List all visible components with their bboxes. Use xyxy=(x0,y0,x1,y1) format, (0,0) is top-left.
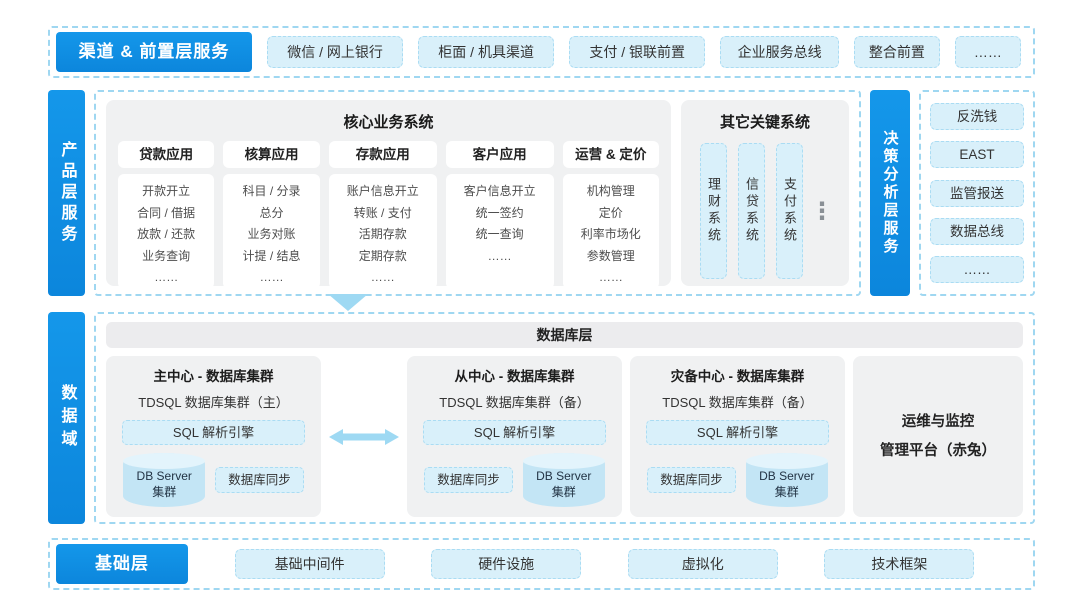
decision-analysis-layer-label: 决策分析层服务 xyxy=(870,90,910,296)
other-system-credit: 信贷系统 xyxy=(738,143,765,279)
core-column-header: 客户应用 xyxy=(445,141,554,168)
decision-item-aml: 反洗钱 xyxy=(930,103,1024,130)
channel-item-more: …… xyxy=(954,36,1021,68)
decision-analysis-items: 反洗钱 EAST 监管报送 数据总线 …… xyxy=(919,90,1035,296)
ops-monitoring-platform: 运维与监控 管理平台（赤兔） xyxy=(853,356,1023,517)
cluster-title: 主中心 - 数据库集群 xyxy=(153,369,274,384)
cluster-tdsql-label: TDSQL 数据库集群（主） xyxy=(138,395,289,410)
other-key-systems-panel: 其它关键系统 理财系统 信贷系统 支付系统 ⋮ xyxy=(681,100,849,286)
core-column-deposit: 存款应用 账户信息开立 转账 / 支付 活期存款 定期存款 …… xyxy=(328,141,437,289)
product-layer-label: 产品层服务 xyxy=(48,90,85,296)
db-server-label: DB Server 集群 xyxy=(759,469,815,500)
core-system-columns: 贷款应用 开款开立 合同 / 借据 放款 / 还款 业务查询 …… 核算应用 科… xyxy=(118,141,659,289)
db-server-cylinder-icon: DB Server 集群 xyxy=(745,453,828,507)
core-column-accounting: 核算应用 科目 / 分录 总分 业务对账 计提 / 结息 …… xyxy=(223,141,320,289)
data-domain-section: 数据域 数据库层 主中心 - 数据库集群 TDSQL 数据库集群（主） SQL … xyxy=(48,312,1035,524)
other-systems-list: 理财系统 信贷系统 支付系统 ⋮ xyxy=(691,141,839,279)
core-column-loan: 贷款应用 开款开立 合同 / 借据 放款 / 还款 业务查询 …… xyxy=(118,141,215,289)
cluster-tdsql-label: TDSQL 数据库集群（备） xyxy=(662,395,813,410)
core-column-body: 账户信息开立 转账 / 支付 活期存款 定期存款 …… xyxy=(328,174,437,289)
cluster-secondary-center: 从中心 - 数据库集群 TDSQL 数据库集群（备） SQL 解析引擎 数据库同… xyxy=(407,356,622,517)
core-column-body: 客户信息开立 统一签约 统一查询 …… xyxy=(445,174,554,289)
core-column-header: 贷款应用 xyxy=(118,141,215,168)
sync-double-arrow-icon xyxy=(329,426,399,448)
core-column-body: 开款开立 合同 / 借据 放款 / 还款 业务查询 …… xyxy=(118,174,215,289)
database-area: 数据库层 主中心 - 数据库集群 TDSQL 数据库集群（主） SQL 解析引擎… xyxy=(94,312,1035,524)
database-layer-title: 数据库层 xyxy=(106,322,1023,348)
decision-item-data-bus: 数据总线 xyxy=(930,217,1024,245)
sql-parse-engine: SQL 解析引擎 xyxy=(122,420,305,445)
core-column-body: 机构管理 定价 利率市场化 参数管理 …… xyxy=(562,174,659,289)
core-system-title: 核心业务系统 xyxy=(343,114,434,131)
core-column-header: 存款应用 xyxy=(328,141,437,168)
other-system-payment: 支付系统 xyxy=(776,143,803,279)
channel-item-wechat-online-bank: 微信 / 网上银行 xyxy=(267,36,404,68)
down-arrow-icon xyxy=(328,294,368,311)
sql-parse-engine: SQL 解析引擎 xyxy=(646,420,829,445)
cluster-bottom-row: DB Server 集群 数据库同步 xyxy=(118,453,309,507)
core-column-header: 核算应用 xyxy=(223,141,320,168)
channel-item-counter-machine: 柜面 / 机具渠道 xyxy=(418,36,555,68)
core-column-header: 运营 & 定价 xyxy=(562,141,659,168)
cluster-tdsql-label: TDSQL 数据库集群（备） xyxy=(439,395,590,410)
data-domain-label: 数据域 xyxy=(48,312,85,524)
channel-item-payment-unionpay: 支付 / 银联前置 xyxy=(569,36,706,68)
other-systems-title: 其它关键系统 xyxy=(719,114,810,131)
cluster-title: 从中心 - 数据库集群 xyxy=(454,369,575,384)
foundation-item-hardware: 硬件设施 xyxy=(431,549,582,579)
foundation-item-tech-framework: 技术框架 xyxy=(824,549,975,579)
decision-item-more: …… xyxy=(930,256,1024,283)
db-server-label: DB Server 集群 xyxy=(536,469,592,500)
foundation-item-middleware: 基础中间件 xyxy=(234,549,385,579)
decision-item-east: EAST xyxy=(930,141,1024,169)
channel-layer-section: 渠道 & 前置层服务 微信 / 网上银行 柜面 / 机具渠道 支付 / 银联前置… xyxy=(48,26,1035,78)
product-layer-section: 产品层服务 核心业务系统 贷款应用 开款开立 合同 / 借据 放款 / 还款 业… xyxy=(48,90,1035,296)
core-column-customer: 客户应用 客户信息开立 统一签约 统一查询 …… xyxy=(445,141,554,289)
db-sync-label: 数据库同步 xyxy=(215,467,304,493)
product-main-area: 核心业务系统 贷款应用 开款开立 合同 / 借据 放款 / 还款 业务查询 ……… xyxy=(94,90,861,296)
core-column-body: 科目 / 分录 总分 业务对账 计提 / 结息 …… xyxy=(223,174,320,289)
core-column-operation-pricing: 运营 & 定价 机构管理 定价 利率市场化 参数管理 …… xyxy=(562,141,659,289)
cluster-disaster-recovery: 灾备中心 - 数据库集群 TDSQL 数据库集群（备） SQL 解析引擎 数据库… xyxy=(630,356,845,517)
core-business-system-panel: 核心业务系统 贷款应用 开款开立 合同 / 借据 放款 / 还款 业务查询 ……… xyxy=(106,100,671,289)
db-server-cylinder-icon: DB Server 集群 xyxy=(123,453,206,507)
foundation-layer-section: 基础层 基础中间件 硬件设施 虚拟化 技术框架 xyxy=(48,538,1035,590)
database-clusters: 主中心 - 数据库集群 TDSQL 数据库集群（主） SQL 解析引擎 DB S… xyxy=(106,356,1023,517)
channel-item-integration: 整合前置 xyxy=(853,36,940,68)
channel-item-esb: 企业服务总线 xyxy=(720,36,839,68)
cluster-bottom-row: 数据库同步 DB Server 集群 xyxy=(419,453,610,507)
decision-item-regulatory-report: 监管报送 xyxy=(930,179,1024,207)
vertical-ellipsis-icon: ⋮ xyxy=(810,197,834,225)
db-sync-label: 数据库同步 xyxy=(647,467,736,493)
db-server-cylinder-icon: DB Server 集群 xyxy=(522,453,605,507)
foundation-item-virtualization: 虚拟化 xyxy=(627,549,778,579)
db-server-label: DB Server 集群 xyxy=(136,469,192,500)
foundation-items: 基础中间件 硬件设施 虚拟化 技术框架 xyxy=(188,549,1021,579)
cluster-primary-center: 主中心 - 数据库集群 TDSQL 数据库集群（主） SQL 解析引擎 DB S… xyxy=(106,356,321,517)
other-system-wealth: 理财系统 xyxy=(700,143,727,279)
sql-parse-engine: SQL 解析引擎 xyxy=(423,420,606,445)
db-sync-label: 数据库同步 xyxy=(424,467,513,493)
cluster-title: 灾备中心 - 数据库集群 xyxy=(670,369,805,384)
foundation-layer-label: 基础层 xyxy=(56,544,188,584)
cluster-bottom-row: 数据库同步 DB Server 集群 xyxy=(642,453,833,507)
channel-layer-label: 渠道 & 前置层服务 xyxy=(56,32,252,72)
